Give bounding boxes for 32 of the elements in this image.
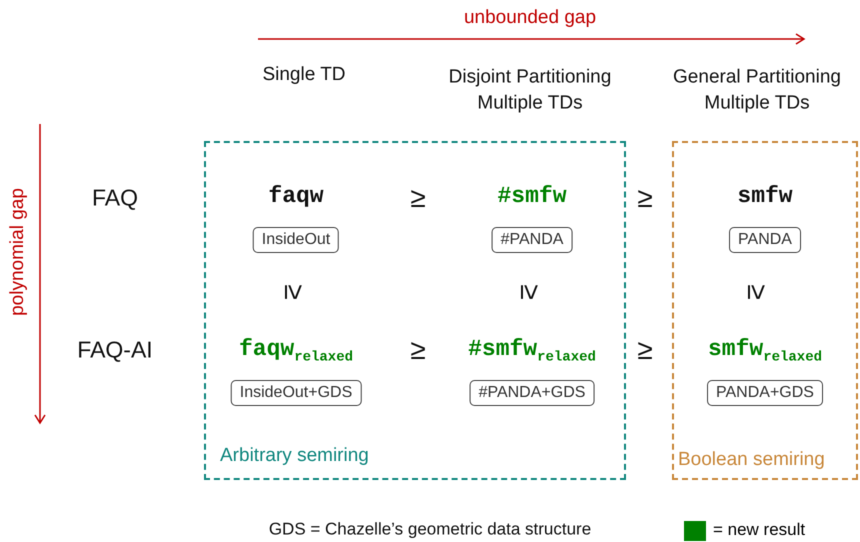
width-measure: #smfw [498, 183, 566, 209]
width-measure: #smfw$_{relaxed}$ [468, 336, 596, 366]
width-measure: smfw$_{relaxed}$ [708, 336, 822, 366]
column-header: Disjoint Partitioning Multiple TDs [448, 65, 612, 115]
row-header: FAQ [92, 183, 138, 212]
dashed-region [204, 141, 626, 480]
relation-symbol: ≥ [278, 284, 311, 300]
axis-label: polynomial gap [6, 188, 30, 316]
relation-symbol: ≥ [637, 333, 653, 368]
width-measure: smfw [737, 183, 793, 209]
relation-symbol: ≥ [410, 181, 426, 216]
relation-symbol: ≥ [514, 284, 547, 300]
relation-symbol: ≥ [637, 181, 653, 216]
region-title: Arbitrary semiring [220, 445, 369, 467]
footnote: GDS = Chazelle’s geometric data structure [268, 518, 592, 541]
relation-symbol: ≥ [740, 284, 774, 300]
row-header: FAQ-AI [77, 335, 153, 364]
axis-label: unbounded gap [464, 6, 596, 30]
width-measure: faqw [268, 183, 324, 209]
column-header: General Partitioning Multiple TDs [672, 65, 842, 115]
algorithm-box: InsideOut+GDS [230, 380, 362, 406]
column-header: Single TD [262, 63, 346, 88]
relation-symbol: ≥ [410, 333, 426, 368]
algorithm-box: PANDA [729, 227, 801, 253]
algorithm-box: PANDA+GDS [707, 380, 823, 406]
region-title: Boolean semiring [678, 449, 825, 471]
legend-text: = new result [713, 520, 806, 540]
dashed-region [672, 141, 858, 480]
algorithm-box: InsideOut [252, 227, 340, 253]
width-measure: faqw$_{relaxed}$ [238, 336, 354, 366]
algorithm-box: #PANDA+GDS [470, 380, 594, 406]
algorithm-box: #PANDA [492, 227, 572, 253]
